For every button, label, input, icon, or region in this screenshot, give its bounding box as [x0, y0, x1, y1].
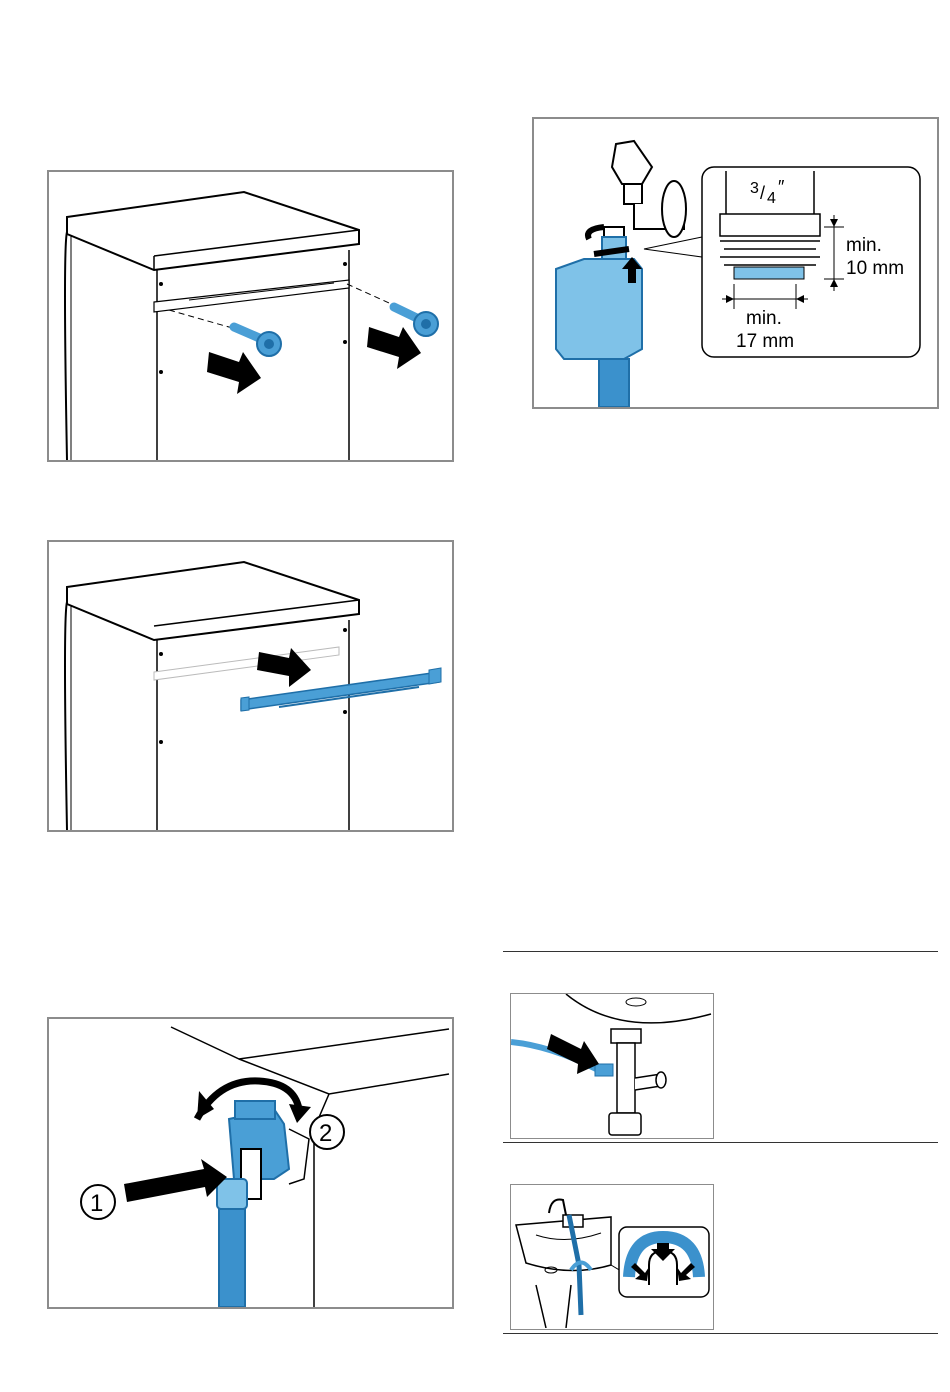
divider-top — [503, 951, 938, 952]
width-label-line2: 17 mm — [736, 331, 794, 352]
arrow-right-icon — [207, 352, 261, 394]
figure-sink-drain — [510, 993, 714, 1139]
figure-bracket — [47, 540, 454, 832]
thread-size-numerator: 3 — [750, 180, 759, 197]
thread-size-denominator: 4 — [767, 190, 776, 207]
height-label-line2: 10 mm — [846, 258, 904, 279]
divider-middle — [503, 1142, 938, 1143]
figure-tap-connection: 3 / 4 ″ min. 10 mm min. 17 mm — [532, 117, 939, 409]
arrow-right-icon — [367, 327, 421, 369]
figure-hose-connection: 1 2 — [47, 1017, 454, 1309]
thread-size-mark: ″ — [778, 177, 785, 197]
svg-text:/: / — [760, 183, 765, 203]
step-2-label: 2 — [319, 1120, 332, 1147]
height-label-line1: min. — [846, 235, 882, 256]
screw-icon — [394, 307, 438, 336]
step-1-label: 1 — [90, 1190, 103, 1217]
bracket-icon — [241, 668, 441, 711]
screw-icon — [234, 327, 281, 356]
figure-transport-bolts — [47, 170, 454, 462]
divider-bottom — [503, 1333, 938, 1334]
figure-basin-drain — [510, 1184, 714, 1330]
width-label-line1: min. — [746, 308, 782, 329]
